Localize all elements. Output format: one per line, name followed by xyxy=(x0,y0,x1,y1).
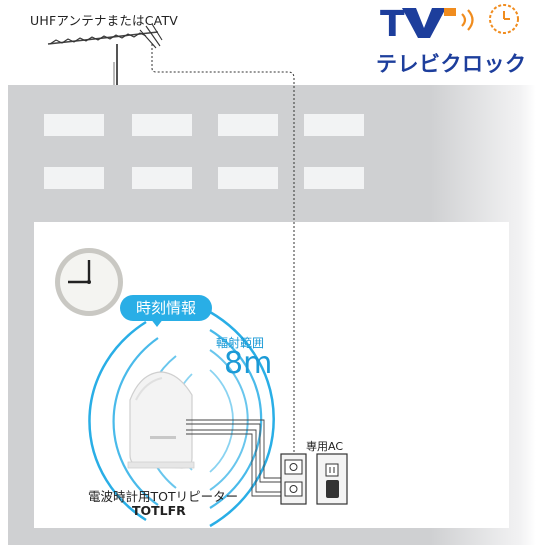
building-window xyxy=(304,114,364,136)
wall-clock-icon xyxy=(55,248,123,316)
bubble-tail xyxy=(150,318,164,327)
product-model: TOTLFR xyxy=(132,503,186,518)
antenna-label: UHFアンテナまたはCATV xyxy=(30,13,179,28)
building-window xyxy=(132,114,192,136)
building-window xyxy=(44,114,104,136)
building-window xyxy=(44,167,104,189)
tv-clock-logo-icon: T xyxy=(380,4,519,45)
logo-name: テレビクロック xyxy=(376,52,527,76)
antenna-cable xyxy=(151,44,295,455)
range-label: 輻射範囲 xyxy=(216,336,265,350)
building-window xyxy=(218,114,278,136)
building-window xyxy=(218,167,278,189)
antenna-outlet-icon xyxy=(280,453,307,505)
antenna-icon xyxy=(47,23,163,85)
range-value: 8m xyxy=(224,346,273,381)
product-description: 電波時計用TOTリピーター xyxy=(88,489,239,504)
time-info-bubble: 時刻情報 xyxy=(120,295,212,321)
building-window xyxy=(304,167,364,189)
building-window xyxy=(132,167,192,189)
ac-outlet-icon xyxy=(316,453,348,505)
svg-text:T: T xyxy=(380,4,405,45)
repeater-device-icon xyxy=(127,371,195,469)
device-cables xyxy=(186,419,282,497)
ac-outlet-label: 専用AC xyxy=(306,440,344,453)
